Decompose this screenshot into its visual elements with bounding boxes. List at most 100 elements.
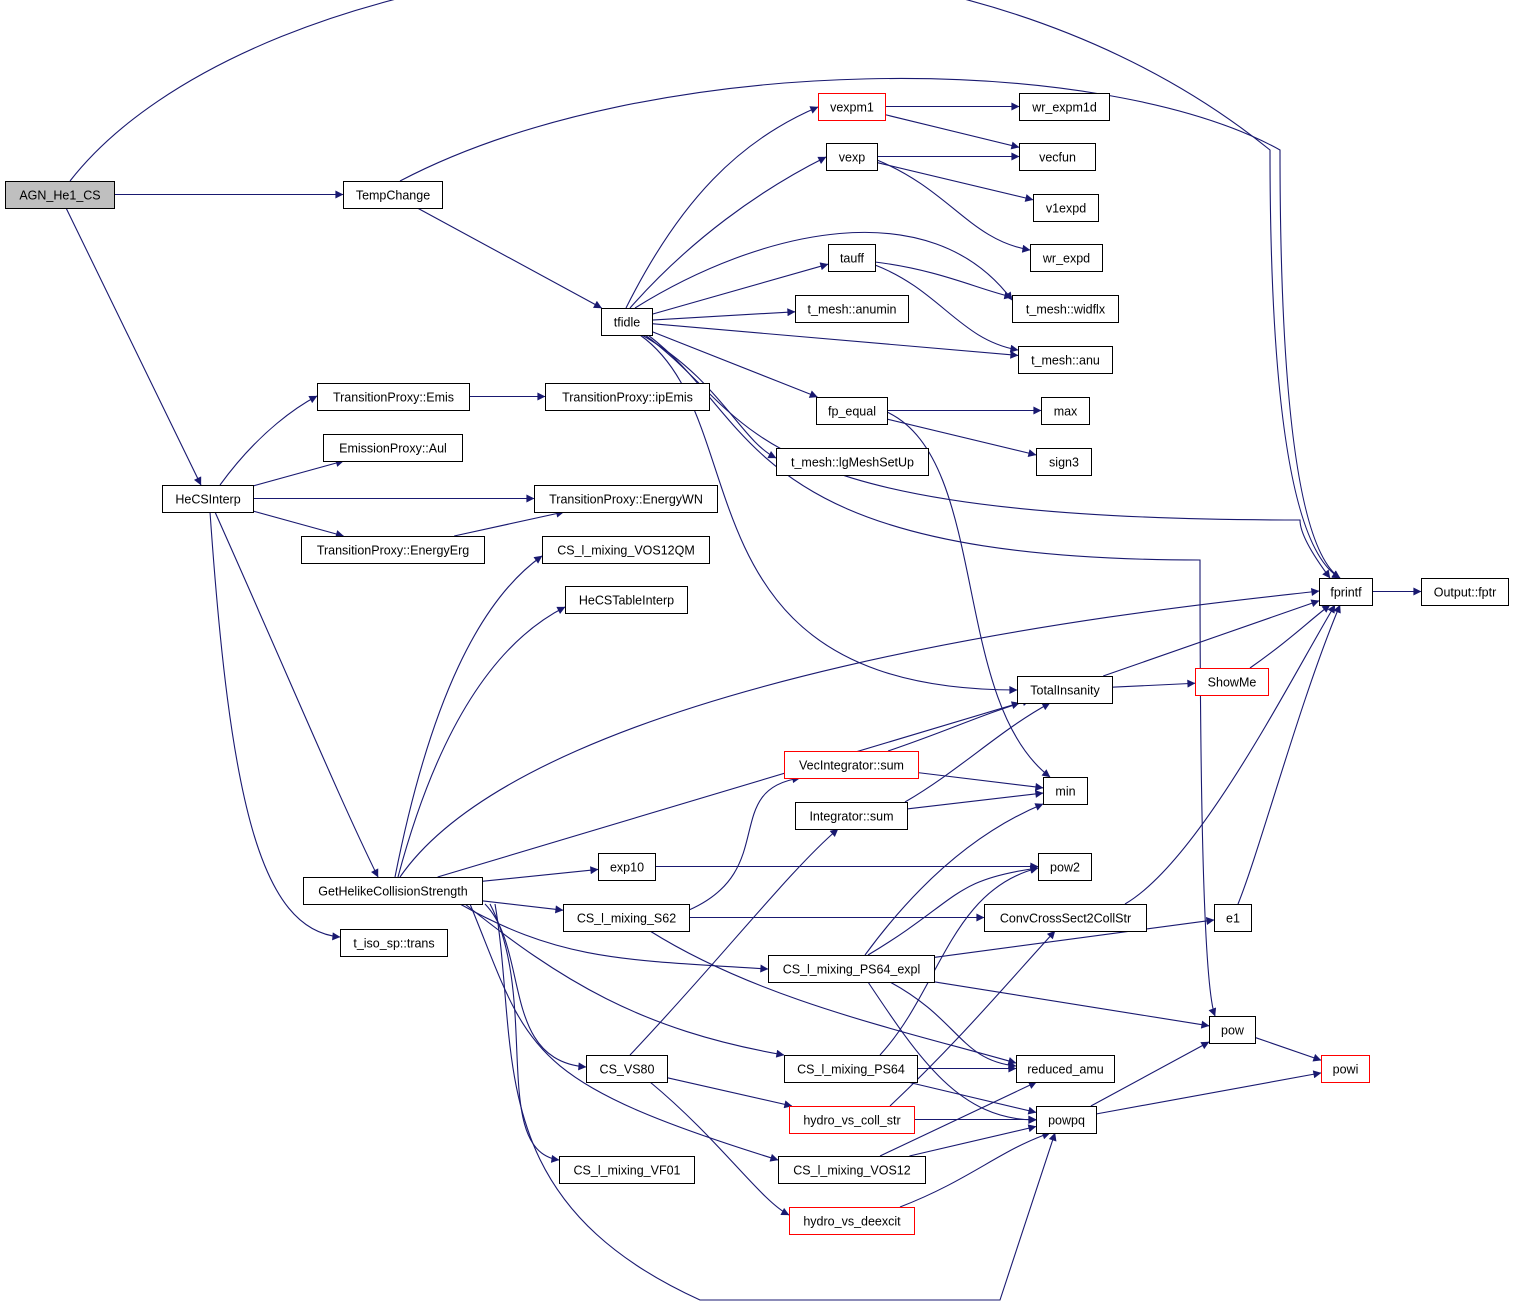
node-min[interactable]: min: [1043, 777, 1088, 805]
node-cs-vf01[interactable]: CS_l_mixing_VF01: [559, 1156, 695, 1184]
node-e1[interactable]: e1: [1214, 904, 1252, 932]
node-box: [816, 397, 888, 425]
node-box: [1036, 448, 1092, 476]
node-convcross[interactable]: ConvCrossSect2CollStr: [984, 904, 1147, 932]
edge-tempchange-to-tfidle: [417, 207, 602, 309]
edge-gethelike-to-exp10: [481, 866, 599, 882]
node-showme[interactable]: ShowMe: [1195, 668, 1269, 696]
node-wr-expd[interactable]: wr_expd: [1030, 244, 1103, 272]
node-label: pow: [1221, 1024, 1245, 1038]
node-cs-vos12[interactable]: CS_l_mixing_VOS12: [778, 1156, 926, 1184]
node-label: v1expd: [1046, 202, 1086, 216]
node-hecstable[interactable]: HeCSTableInterp: [565, 586, 688, 614]
node-vexpm1[interactable]: vexpm1: [818, 93, 886, 121]
node-pow[interactable]: pow: [1209, 1016, 1256, 1044]
edge-fp_equal-to-sign3: [886, 418, 1037, 457]
edge-cs_ps64_expl-to-reduced_amu: [889, 981, 1017, 1070]
node-tp-energywn[interactable]: TransitionProxy::EnergyWN: [534, 485, 718, 513]
node-vecfun[interactable]: vecfun: [1019, 143, 1096, 171]
node-box: [1421, 578, 1509, 606]
node-label: CS_l_mixing_PS64_expl: [783, 963, 921, 977]
node-box: [1012, 295, 1119, 323]
edge-cs_ps64-to-pow2: [879, 865, 1039, 1056]
node-box: [343, 181, 443, 209]
node-cs-ps64[interactable]: CS_l_mixing_PS64: [784, 1055, 918, 1083]
node-integ-sum[interactable]: Integrator::sum: [795, 802, 908, 830]
node-tfidle[interactable]: tfidle: [601, 308, 653, 336]
node-pow2[interactable]: pow2: [1038, 853, 1092, 881]
node-label: vecfun: [1039, 151, 1076, 165]
node-label: vexp: [839, 151, 865, 165]
node-tauff[interactable]: tauff: [828, 244, 876, 272]
node-label: reduced_amu: [1027, 1063, 1103, 1077]
node-box: [795, 802, 908, 830]
node-ep-aul[interactable]: EmissionProxy::Aul: [323, 434, 463, 462]
node-anu[interactable]: t_mesh::anu: [1018, 346, 1113, 374]
node-tp-ipemis[interactable]: TransitionProxy::ipEmis: [545, 383, 710, 411]
node-label: powpq: [1048, 1114, 1085, 1128]
node-label: TransitionProxy::Emis: [333, 391, 454, 405]
edge-vecint_sum-to-min: [917, 772, 1044, 791]
node-powpq[interactable]: powpq: [1036, 1106, 1097, 1134]
node-totalinsanity[interactable]: TotalInsanity: [1017, 676, 1113, 704]
node-box: [565, 586, 688, 614]
node-tempchange[interactable]: TempChange: [343, 181, 443, 209]
edge-pow-to-powi: [1254, 1036, 1322, 1062]
node-hydro-deexcit[interactable]: hydro_vs_deexcit: [789, 1207, 915, 1235]
node-tiso-trans[interactable]: t_iso_sp::trans: [340, 929, 448, 957]
node-vexp[interactable]: vexp: [826, 143, 878, 171]
node-lgmesh[interactable]: t_mesh::lgMeshSetUp: [776, 448, 929, 476]
node-sign3[interactable]: sign3: [1036, 448, 1092, 476]
node-box: [1041, 397, 1090, 425]
edge-tfidle-to-anumin: [651, 308, 796, 321]
node-label: wr_expm1d: [1031, 101, 1097, 115]
edge-tfidle-to-vexp: [629, 156, 827, 309]
edge-hecsinterp-to-gethelike: [214, 511, 379, 878]
node-cs-vos12qm[interactable]: CS_l_mixing_VOS12QM: [542, 536, 710, 564]
node-exp10[interactable]: exp10: [598, 853, 656, 881]
edge-tempchange-to-fprintf: [399, 78, 1341, 579]
edge-agn-to-fprintf: [69, 0, 1341, 579]
edge-vexp-to-v1expd: [876, 162, 1034, 202]
node-reduced-amu[interactable]: reduced_amu: [1016, 1055, 1115, 1083]
node-label: t_iso_sp::trans: [353, 937, 434, 951]
node-powi[interactable]: powi: [1321, 1055, 1370, 1083]
edge-tfidle-to-pow: [647, 334, 1217, 1017]
edge-gethelike-to-hecstable: [397, 606, 566, 878]
node-hydro-coll[interactable]: hydro_vs_coll_str: [789, 1106, 915, 1134]
node-vecint-sum[interactable]: VecIntegrator::sum: [784, 751, 919, 779]
node-widflx[interactable]: t_mesh::widflx: [1012, 295, 1119, 323]
node-cs-s62[interactable]: CS_l_mixing_S62: [563, 904, 690, 932]
node-max[interactable]: max: [1041, 397, 1090, 425]
edge-vecint_sum-to-totalinsanity: [887, 698, 1031, 752]
edge-tfidle-to-totalinsanity: [639, 334, 1018, 694]
node-box: [1019, 143, 1096, 171]
node-box: [789, 1207, 915, 1235]
node-cs-vs80[interactable]: CS_VS80: [586, 1055, 668, 1083]
node-tp-emis[interactable]: TransitionProxy::Emis: [317, 383, 470, 411]
node-box: [1036, 1106, 1097, 1134]
edge-cs_ps64_expl-to-pow2: [867, 865, 1039, 956]
node-gethelike[interactable]: GetHelikeCollisionStrength: [303, 877, 483, 905]
edge-hecsinterp-to-tiso_trans: [209, 511, 341, 941]
node-hecsinterp[interactable]: HeCSInterp: [162, 485, 254, 513]
node-box: [542, 536, 710, 564]
edge-totalinsanity-to-showme: [1111, 679, 1196, 688]
node-v1expd[interactable]: v1expd: [1033, 194, 1099, 222]
edge-gethelike-to-powpq: [494, 903, 1057, 1301]
node-label: CS_l_mixing_VOS12QM: [557, 544, 695, 558]
node-label: TransitionProxy::ipEmis: [562, 391, 693, 405]
node-agn[interactable]: AGN_He1_CS: [5, 181, 115, 209]
node-cs-ps64-expl[interactable]: CS_l_mixing_PS64_expl: [768, 955, 935, 983]
node-fprintf[interactable]: fprintf: [1319, 578, 1373, 606]
node-label: hydro_vs_deexcit: [803, 1215, 901, 1229]
node-wr-expm1d[interactable]: wr_expm1d: [1019, 93, 1110, 121]
edge-gethelike-to-totalinsanity: [437, 701, 1020, 878]
node-output-fptr[interactable]: Output::fptr: [1421, 578, 1509, 606]
node-fp-equal[interactable]: fp_equal: [816, 397, 888, 425]
node-tp-energyerg[interactable]: TransitionProxy::EnergyErg: [301, 536, 485, 564]
node-box: [795, 295, 909, 323]
node-box: [162, 485, 254, 513]
node-anumin[interactable]: t_mesh::anumin: [795, 295, 909, 323]
